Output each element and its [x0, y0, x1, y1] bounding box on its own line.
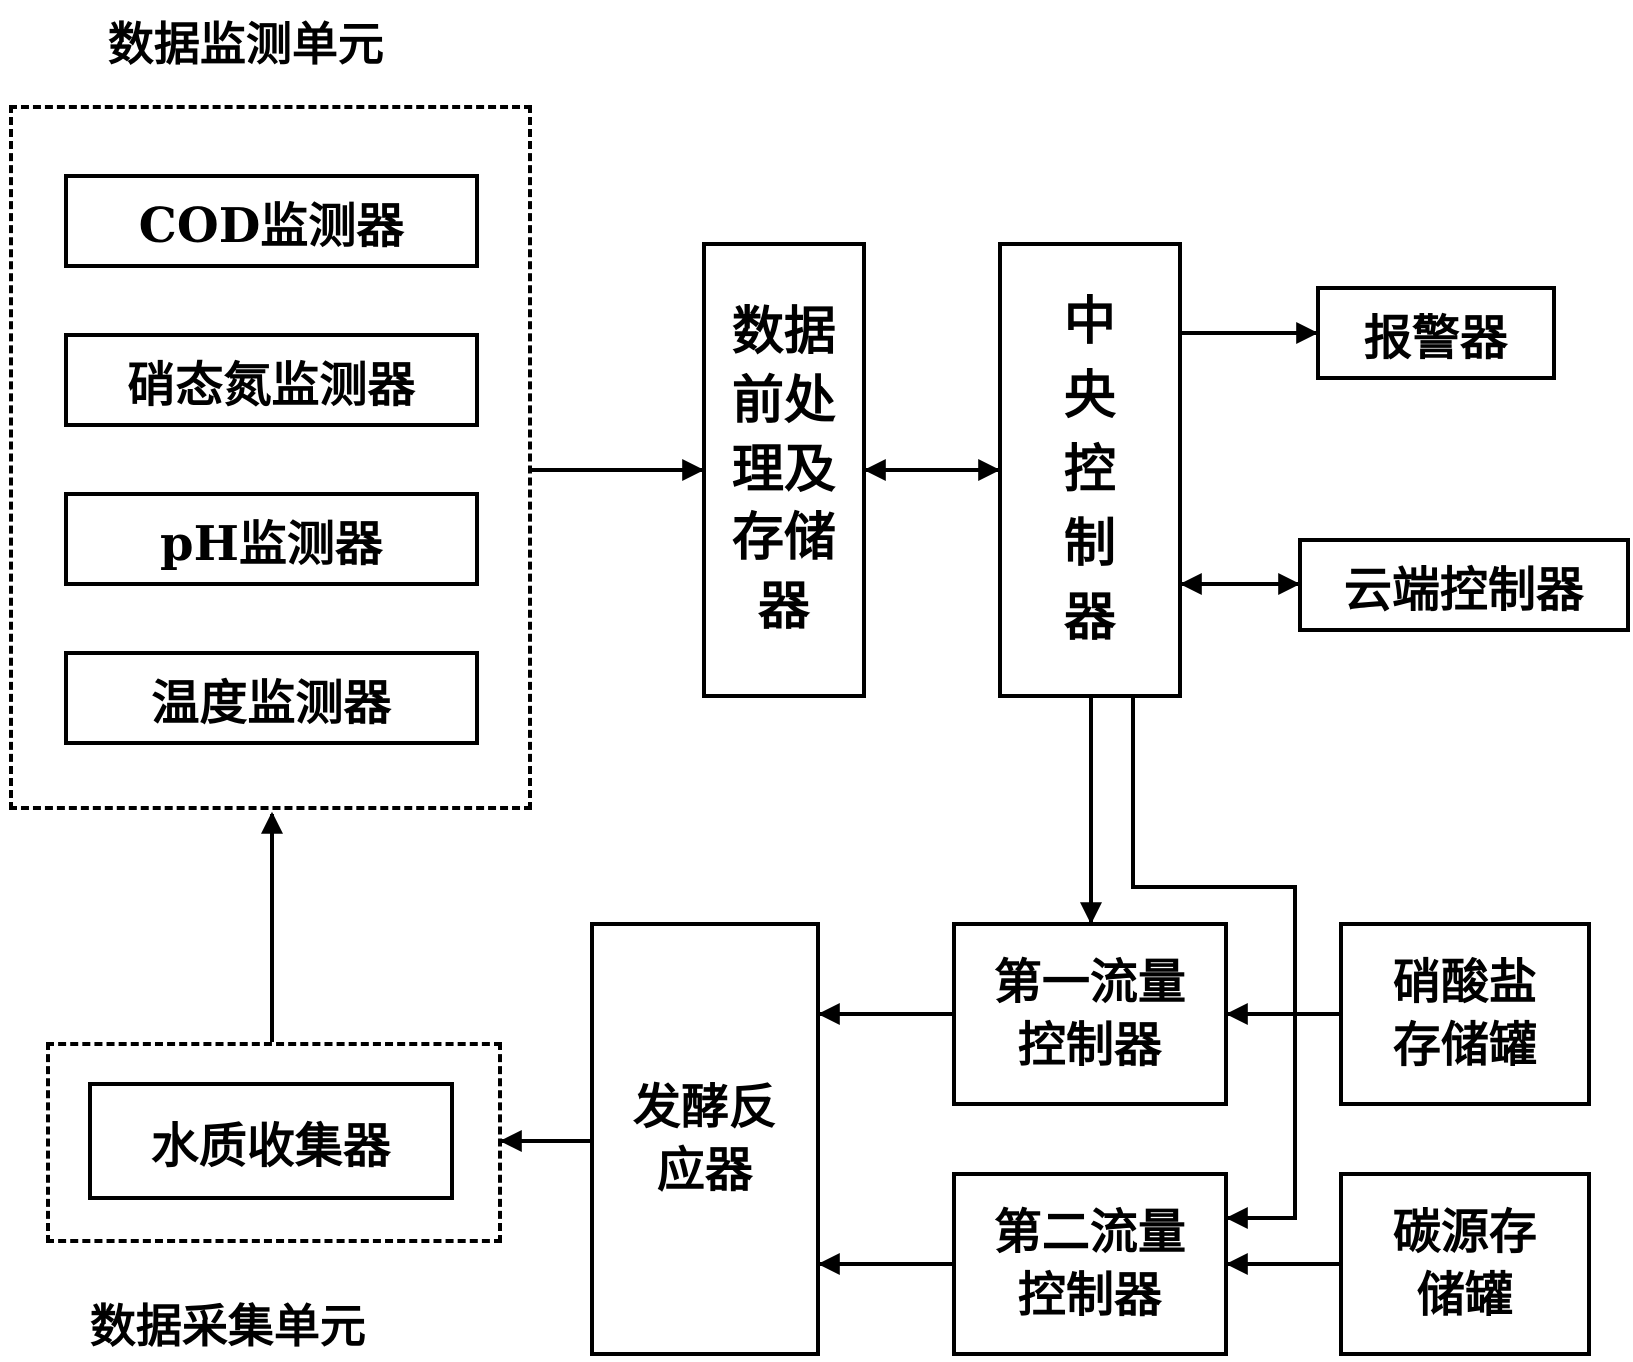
- alarm: 报警器: [1316, 286, 1556, 380]
- ph-monitor: pH监测器: [64, 492, 479, 586]
- water-quality-collector: 水质收集器: [88, 1082, 454, 1200]
- monitoring-unit-container: [9, 105, 532, 810]
- central-controller-label: 中央控制器: [1063, 291, 1116, 648]
- arrow-central-to-flow2: [1131, 698, 1297, 1229]
- nitrate-storage-tank: 硝酸盐存储罐: [1339, 922, 1591, 1106]
- cloud-controller: 云端控制器: [1298, 538, 1630, 632]
- carbon-storage-tank: 碳源存储罐: [1339, 1172, 1591, 1356]
- cod-monitor: COD监测器: [64, 174, 479, 268]
- second-flow-controller: 第二流量控制器: [952, 1172, 1228, 1356]
- fermentation-reactor-label: 发酵反应器: [632, 1078, 777, 1198]
- collection-unit-container: [46, 1042, 502, 1243]
- collection-unit-label: 数据采集单元: [90, 1299, 366, 1353]
- second-flow-controller-label: 第二流量控制器: [993, 1203, 1186, 1323]
- carbon-storage-tank-label: 碳源存储罐: [1392, 1203, 1537, 1323]
- first-flow-controller: 第一流量控制器: [952, 922, 1228, 1106]
- central-controller: 中央控制器: [998, 242, 1182, 698]
- fermentation-reactor: 发酵反应器: [590, 922, 820, 1356]
- data-preprocessor-storage: 数据前处理及存储器: [702, 242, 866, 698]
- temperature-monitor: 温度监测器: [64, 651, 479, 745]
- first-flow-controller-label: 第一流量控制器: [993, 953, 1186, 1073]
- nitrate-storage-tank-label: 硝酸盐存储罐: [1392, 953, 1537, 1073]
- data-preprocessor-storage-label: 数据前处理及存储器: [731, 301, 836, 637]
- monitoring-unit-label: 数据监测单元: [108, 17, 384, 71]
- nitrate-nitrogen-monitor: 硝态氮监测器: [64, 333, 479, 427]
